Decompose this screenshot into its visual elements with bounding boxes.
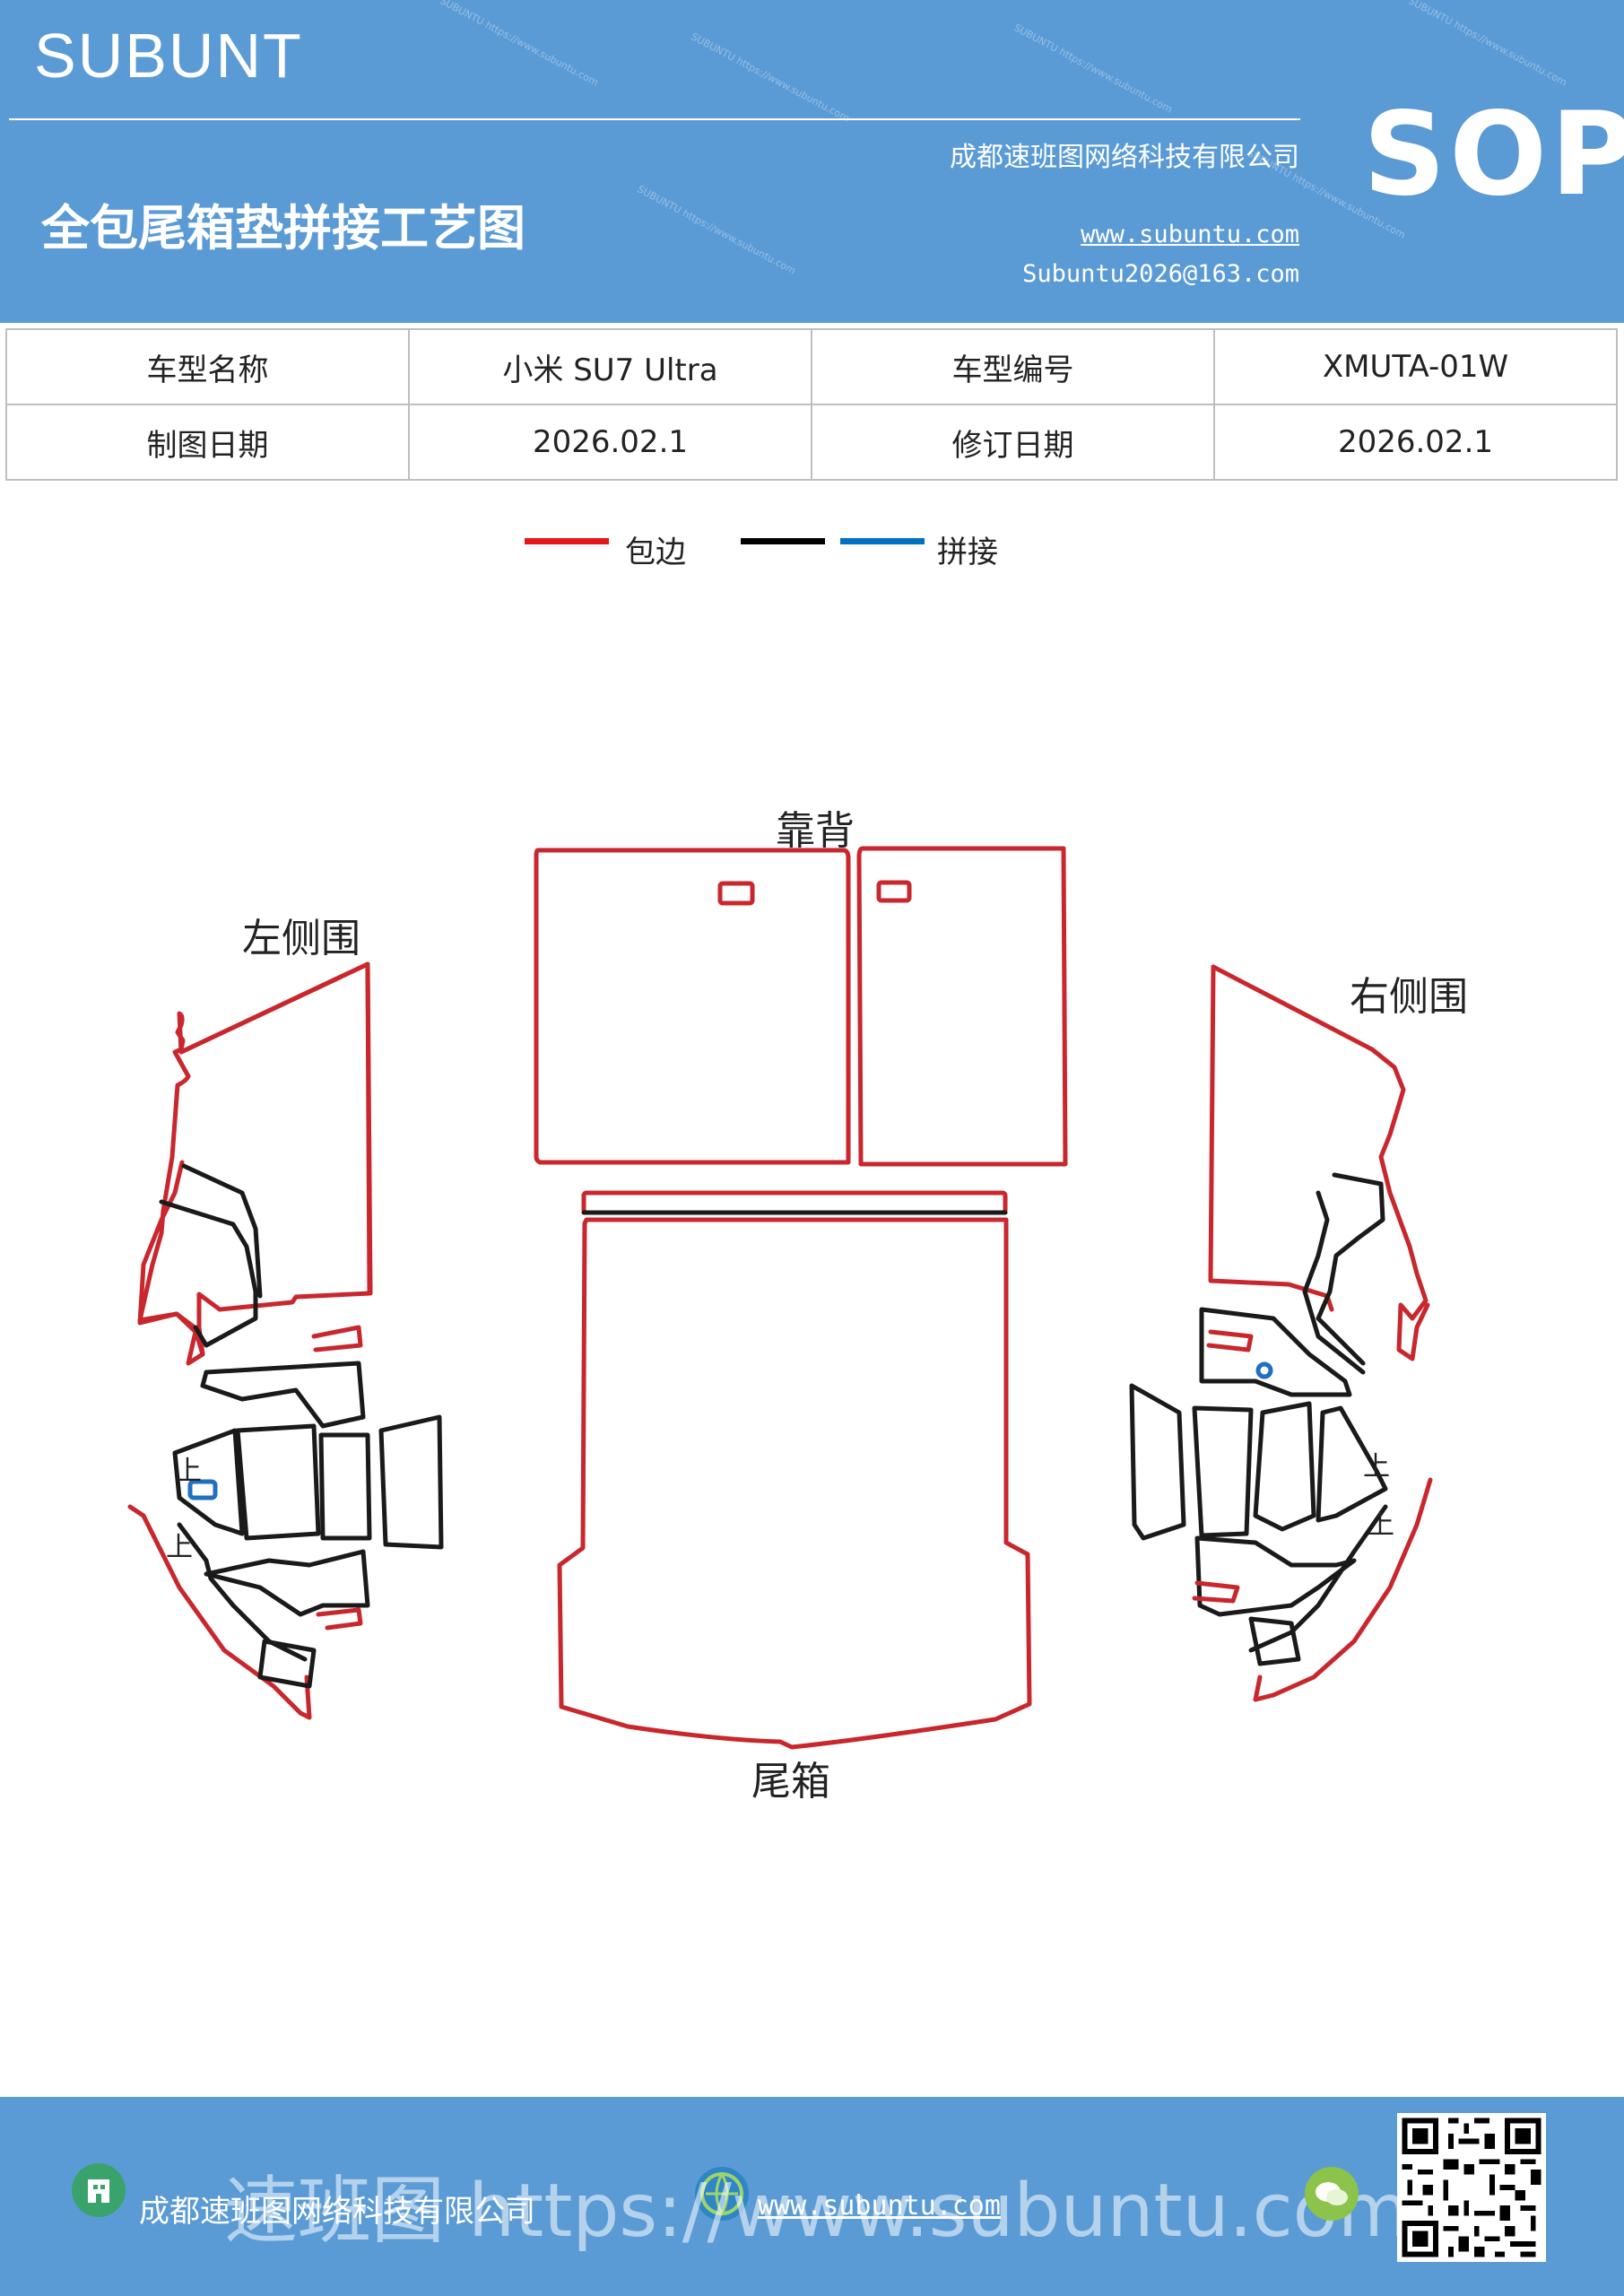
backrest-right-slot [876,880,912,903]
right-blue-hole [1255,1361,1273,1379]
right-red-notch-2 [1192,1580,1240,1604]
left-side-top [178,961,372,1296]
right-red-notch-1 [1206,1329,1254,1352]
header-banner: SUBUNTU https://www.subuntu.com SUBUNTU … [0,0,1624,323]
footer-url-overlay: 速班图 https://www.subuntu.com [224,2169,1410,2254]
label-trunk: 尾箱 [751,1759,830,1805]
left-seam-curve-2 [181,1163,263,1299]
label-left-side: 左侧围 [242,916,360,961]
footer-website-link[interactable]: www.subuntu.com [758,2190,1001,2222]
left-outer-lower-edge [127,1504,312,1720]
right-side-panel [1211,964,1430,1361]
left-lower-panel-1 [200,1361,366,1429]
table-cell: 制图日期 [5,404,410,481]
table-cell: 2026.02.1 [1213,404,1618,481]
left-upper-fender [137,1160,205,1357]
legend-swatch-seam [840,538,925,544]
globe-icon [695,2167,749,2221]
wechat-icon [1305,2167,1359,2221]
footer-company-name: 成都速班图网络科技有限公司 [139,2194,535,2230]
left-block-1 [235,1423,321,1541]
sop-badge: SOP [1363,88,1624,222]
up-marker: 上 [166,1532,193,1563]
right-outer-lower-edge [1253,1477,1433,1702]
left-red-notch-1 [311,1325,363,1352]
backrest-right-panel [856,846,1068,1167]
qr-code [1397,2113,1546,2262]
right-side-left-edge [1208,964,1334,1312]
left-block-3 [378,1414,444,1550]
right-block-3 [1253,1401,1316,1532]
up-marker: 上 [175,1456,202,1487]
header-divider [9,118,1300,120]
left-block-2 [318,1432,372,1541]
trunk-floor-panel [557,1217,1032,1750]
website-link[interactable]: www.subuntu.com [1081,221,1299,248]
left-lower-panel-2 [204,1549,370,1617]
table-row: 制图日期 2026.02.1 修订日期 2026.02.1 [5,404,1618,481]
table-cell: XMUTA-01W [1213,328,1618,405]
legend-label-seam: 拼接 [937,535,998,570]
right-block-1 [1129,1383,1186,1541]
left-red-notch-2 [316,1607,363,1631]
table-cell: 车型编号 [811,328,1215,405]
left-seam-curve-1 [159,1199,258,1348]
right-seam-curve-1 [1316,1172,1385,1366]
table-row: 车型名称 小米 SU7 Ultra 车型编号 XMUTA-01W [5,328,1618,405]
legend: 包边 拼接 [0,527,1624,572]
trunk-front-strip [581,1190,1008,1215]
page-title: 全包尾箱垫拼接工艺图 [41,200,525,257]
label-right-side: 右侧围 [1350,974,1468,1020]
legend-label-edge: 包边 [625,535,686,570]
right-lower-panel [1194,1535,1357,1617]
brand-name: SUBUNT [34,21,303,91]
right-lower-seam [1248,1504,1388,1653]
right-seam-curve-2 [1302,1190,1366,1375]
legend-swatch-edge [525,538,609,544]
label-backrest: 靠背 [776,808,855,854]
backrest-left-slot [717,881,755,906]
left-lower-seam [177,1522,308,1662]
legend-swatch-black [741,538,825,544]
building-icon [72,2163,126,2217]
email-address: Subuntu2026@163.com [1022,260,1299,288]
right-block-4 [1316,1405,1388,1523]
right-block-2 [1192,1405,1254,1538]
backrest-left-panel [534,848,851,1165]
left-small-block [257,1639,317,1689]
company-name: 成都速班图网络科技有限公司 [950,142,1299,173]
up-marker: 上 [1368,1509,1394,1541]
table-cell: 2026.02.1 [408,404,812,481]
left-block-4 [172,1428,245,1536]
right-small-block [1248,1616,1301,1666]
left-blue-hole [187,1479,218,1500]
table-cell: 小米 SU7 Ultra [408,328,812,405]
right-upper-panel [1199,1307,1352,1397]
footer-banner: 成都速班图网络科技有限公司 www.subuntu.com 速班图 https:… [0,2097,1624,2296]
up-marker: 上 [1363,1451,1390,1483]
table-cell: 修订日期 [811,404,1215,481]
vehicle-info-table: 车型名称 小米 SU7 Ultra 车型编号 XMUTA-01W 制图日期 20… [5,328,1618,481]
table-cell: 车型名称 [5,328,410,405]
left-side-panel [137,961,373,1366]
